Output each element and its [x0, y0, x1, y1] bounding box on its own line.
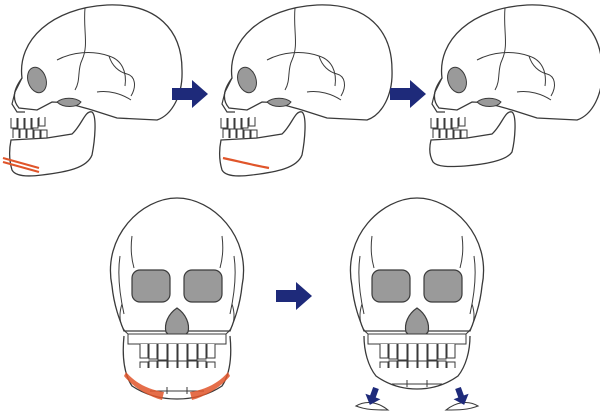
frontal-skull-before [109, 197, 245, 400]
removed-bone-left [354, 401, 390, 411]
lateral-skull-after [429, 4, 600, 168]
arrow-right-icon [390, 80, 426, 108]
removed-bone-right [444, 401, 480, 411]
process-arrow-3 [276, 282, 312, 310]
frontal-skull-after [349, 197, 485, 411]
arrow-right-icon [276, 282, 312, 310]
resection-line [2, 156, 40, 174]
lateral-skull-before [2, 4, 183, 177]
lateral-skull-resection [218, 4, 393, 177]
resection-area-left [124, 372, 164, 400]
resection-area-right [190, 372, 230, 400]
process-arrow-2 [390, 80, 426, 108]
resection-line [222, 156, 270, 170]
